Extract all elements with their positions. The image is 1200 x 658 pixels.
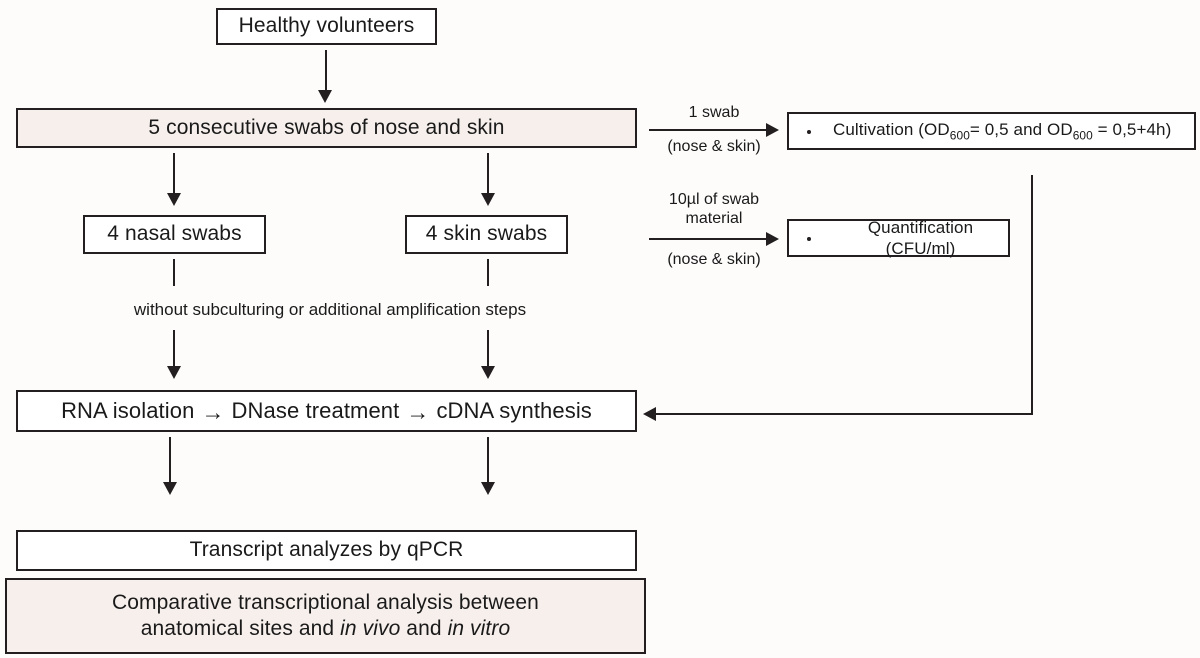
node-comparative-analysis-line2: anatomical sites and in vivo and in vitr… (112, 616, 539, 642)
connector-rna-to-qpcr-arrowhead-right (481, 482, 495, 495)
connector-nasal-to-rna-line (173, 330, 175, 368)
node-transcript-analyzes-qpcr-label: Transcript analyzes by qPCR (189, 538, 464, 562)
connector-swabs-to-nasal-arrowhead (167, 193, 181, 206)
node-comparative-analysis: Comparative transcriptional analysis bet… (5, 578, 646, 654)
connector-swabs-to-nasal-line (173, 153, 175, 195)
node-skin-swabs-label: 4 skin swabs (425, 222, 548, 246)
caption-without-subculturing: without subculturing or additional ampli… (133, 300, 527, 319)
connector-one-swab-arrowhead (766, 123, 779, 137)
connector-ten-microliter-line (649, 238, 767, 240)
connector-skin-to-rna-arrowhead (481, 366, 495, 379)
connector-cultivation-to-rna-vertical (1031, 175, 1033, 414)
edge-label-ten-microliter-above: 10µl of swab material (668, 191, 760, 228)
comparative-line2-in-vivo: in vivo (340, 617, 401, 640)
connector-swabs-to-skin-arrowhead (481, 193, 495, 206)
node-transcript-analyzes-qpcr: Transcript analyzes by qPCR (16, 530, 637, 571)
cultivation-text-part3: = 0,5+4h) (1092, 119, 1172, 139)
connector-rna-to-qpcr-line-left (169, 437, 171, 484)
node-five-consecutive-swabs: 5 consecutive swabs of nose and skin (16, 108, 637, 148)
node-nasal-swabs: 4 nasal swabs (83, 215, 266, 254)
comparative-line2-text1: anatomical sites and (140, 617, 341, 640)
node-cdna-synthesis-label: cDNA synthesis (436, 398, 592, 424)
edge-label-one-swab-above: 1 swab (688, 104, 740, 121)
connector-volunteers-to-swabs-arrowhead (318, 90, 332, 103)
connector-skin-stub (487, 259, 489, 286)
node-five-consecutive-swabs-label: 5 consecutive swabs of nose and skin (148, 115, 505, 139)
connector-ten-microliter-arrowhead (766, 232, 779, 246)
connector-skin-to-rna-line (487, 330, 489, 368)
node-comparative-analysis-line1: Comparative transcriptional analysis bet… (112, 590, 539, 614)
node-rna-isolation-label: RNA isolation (61, 398, 195, 424)
connector-cultivation-to-rna-arrowhead (643, 407, 656, 421)
bullet-icon-2 (807, 237, 811, 241)
cultivation-text-part1: Cultivation (OD (833, 119, 950, 139)
cultivation-subscript-2: 600 (1072, 128, 1093, 143)
connector-rna-to-qpcr-arrowhead-left (163, 482, 177, 495)
edge-label-ten-microliter-below: (nose & skin) (667, 251, 761, 268)
node-skin-swabs: 4 skin swabs (405, 215, 568, 254)
connector-one-swab-line (649, 129, 767, 131)
node-dnase-treatment-label: DNase treatment (231, 398, 400, 424)
node-healthy-volunteers: Healthy volunteers (216, 8, 437, 45)
edge-label-one-swab-below: (nose & skin) (667, 138, 761, 155)
rightwards-arrow-icon-2: → (406, 398, 430, 425)
connector-volunteers-to-swabs-line (325, 50, 327, 92)
node-quantification: Quantification (CFU/ml) (787, 217, 1010, 258)
connector-nasal-to-rna-arrowhead (167, 366, 181, 379)
cultivation-text-part2: = 0,5 and OD (969, 119, 1073, 139)
comparative-line2-in-vitro: in vitro (447, 617, 511, 640)
bullet-icon (807, 130, 811, 134)
node-healthy-volunteers-label: Healthy volunteers (238, 14, 415, 38)
node-rna-workflow: RNA isolation → DNase treatment → cDNA s… (16, 390, 637, 432)
node-quantification-label: Quantification (CFU/ml) (867, 217, 974, 258)
node-cultivation: Cultivation (OD600= 0,5 and OD600 = 0,5+… (787, 112, 1196, 150)
connector-nasal-stub (173, 259, 175, 286)
connector-cultivation-to-rna-horizontal (655, 413, 1033, 415)
rightwards-arrow-icon: → (201, 398, 225, 425)
cultivation-subscript-1: 600 (949, 128, 970, 143)
node-nasal-swabs-label: 4 nasal swabs (107, 222, 242, 246)
node-cultivation-label: Cultivation (OD600= 0,5 and OD600 = 0,5+… (833, 119, 1171, 143)
connector-swabs-to-skin-line (487, 153, 489, 195)
connector-rna-to-qpcr-line-right (487, 437, 489, 484)
comparative-line2-text2: and (400, 617, 448, 640)
